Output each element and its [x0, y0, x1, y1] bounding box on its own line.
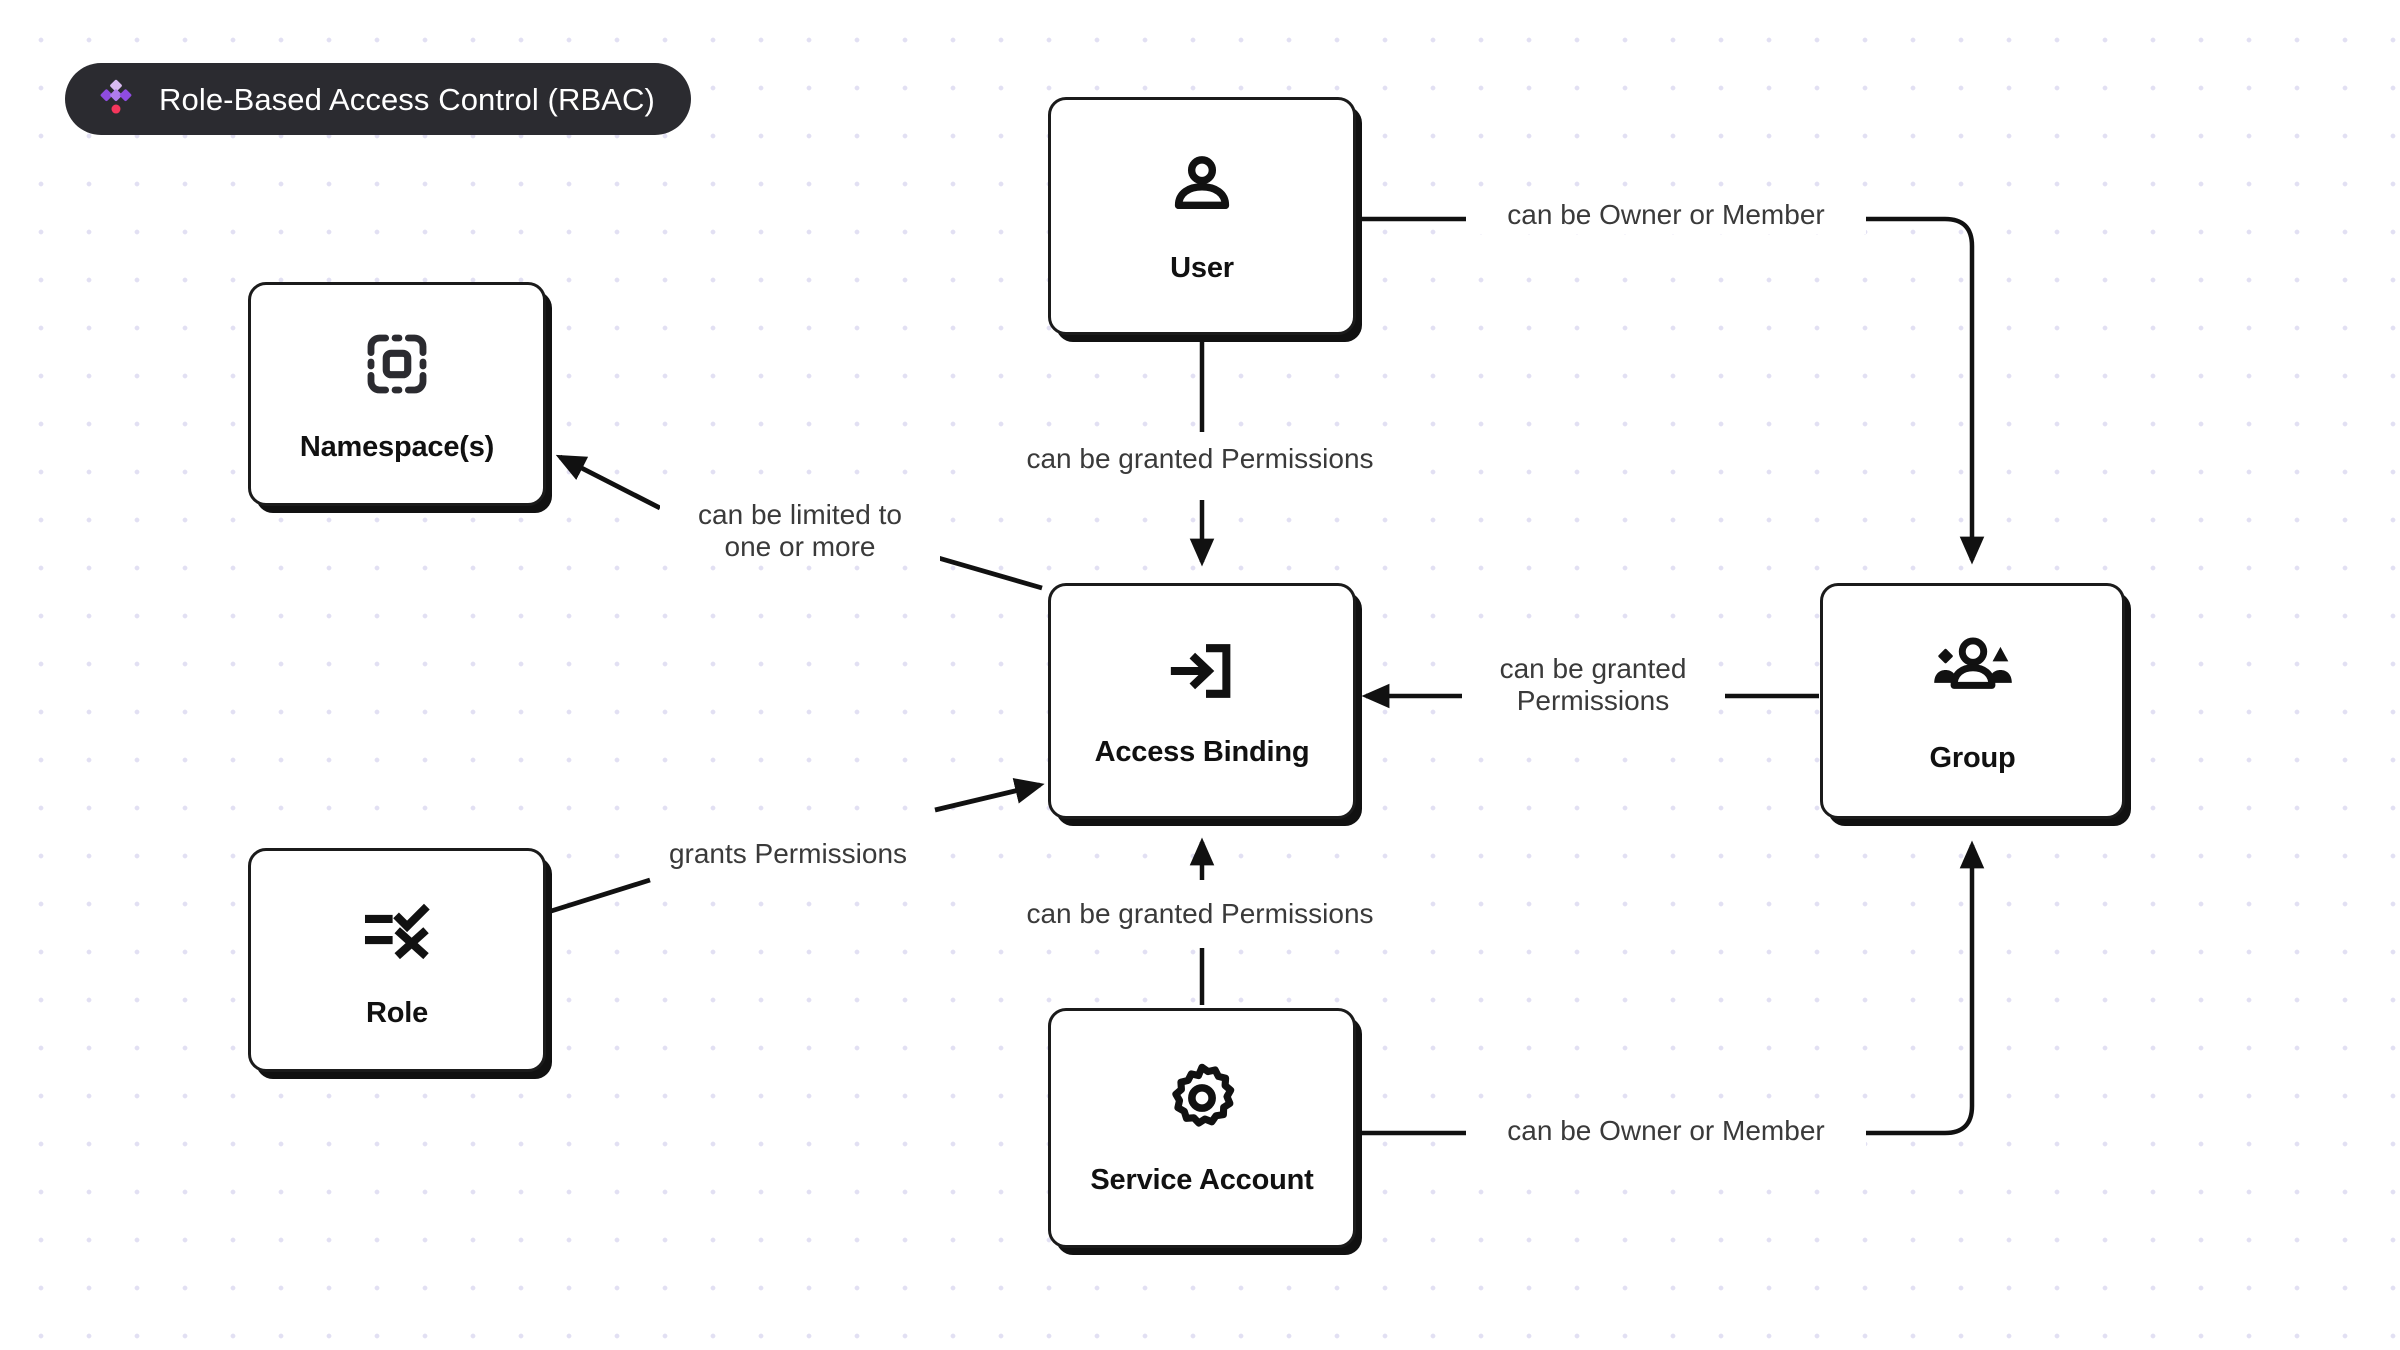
node-namespace[interactable]: Namespace(s) — [248, 282, 546, 506]
node-group[interactable]: Group — [1820, 583, 2125, 819]
node-access-binding[interactable]: Access Binding — [1048, 583, 1356, 819]
node-namespace-label: Namespace(s) — [299, 430, 495, 463]
node-user[interactable]: User — [1048, 97, 1356, 335]
node-service-account[interactable]: Service Account — [1048, 1008, 1356, 1248]
node-service-account-label: Service Account — [1090, 1163, 1314, 1196]
edge-label-namespace-limited: can be limited to one or more — [660, 496, 940, 566]
service-account-gear-icon — [1172, 1063, 1235, 1127]
node-group-label: Group — [1929, 741, 2016, 774]
role-rules-check-cross-icon — [364, 903, 430, 959]
namespace-dashed-square-icon — [367, 334, 427, 393]
node-user-label: User — [1170, 251, 1234, 284]
edge-label-role-grants: grants Permissions — [638, 835, 938, 873]
user-person-icon — [1174, 155, 1230, 209]
diagram-title-text: Role-Based Access Control (RBAC) — [159, 81, 655, 117]
node-access-binding-label: Access Binding — [1094, 735, 1310, 768]
edge-user-group — [1356, 216, 1985, 565]
edge-service-group — [1356, 840, 1985, 1136]
yandex-cloud-diamonds-logo-icon — [100, 79, 132, 114]
group-people-icon — [1933, 636, 2012, 689]
node-role[interactable]: Role — [248, 848, 546, 1072]
edge-label-service-group: can be Owner or Member — [1466, 1112, 1866, 1150]
diagram-title-badge: Role-Based Access Control (RBAC) — [65, 63, 691, 135]
edge-label-user-group: can be Owner or Member — [1466, 196, 1866, 234]
edge-label-user-access: can be granted Permissions — [985, 440, 1415, 478]
edge-label-service-access: can be granted Permissions — [980, 895, 1420, 933]
node-role-label: Role — [365, 996, 429, 1029]
access-binding-login-arrow-icon — [1170, 643, 1231, 698]
edge-label-group-access: can be granted Permissions — [1468, 650, 1718, 720]
